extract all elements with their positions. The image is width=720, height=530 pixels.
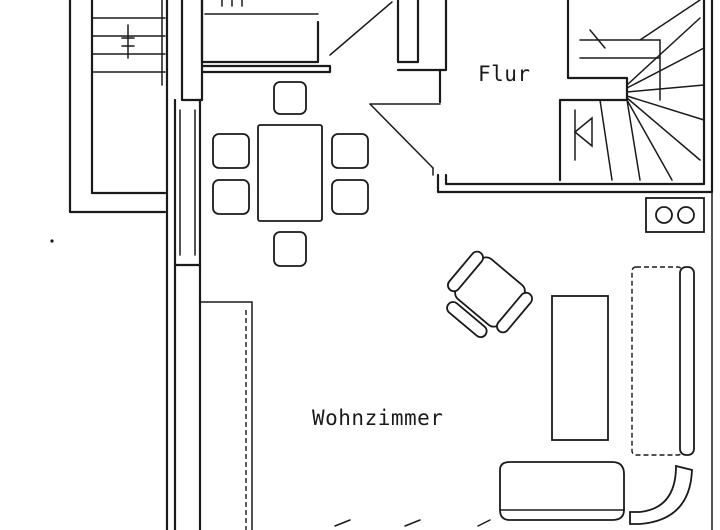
chair-right-2 [331, 179, 369, 215]
chair-left-2 [212, 179, 250, 215]
armchair [446, 250, 533, 339]
sofa-backrest [679, 266, 695, 456]
coffee-table [551, 295, 609, 441]
chair-top [273, 81, 307, 115]
flur-hallway [369, 0, 714, 194]
chair-left-1 [212, 133, 250, 169]
left-wall [165, 0, 253, 530]
stove [645, 191, 713, 530]
room-label-flur: Flur [478, 62, 531, 86]
right-staircase [558, 0, 705, 182]
left-staircase [68, 0, 167, 214]
chair-bottom [273, 231, 307, 267]
corner-sofa [499, 461, 625, 521]
chair-right-1 [331, 133, 369, 169]
sofa-corner-arm [629, 464, 693, 525]
dining-set [212, 81, 369, 267]
stray-mark [50, 239, 54, 243]
sofa-group [334, 266, 695, 527]
sofa-outline [631, 266, 683, 456]
top-walls [200, 0, 448, 104]
dining-table [257, 124, 323, 222]
room-label-wohnzimmer: Wohnzimmer [312, 406, 444, 430]
